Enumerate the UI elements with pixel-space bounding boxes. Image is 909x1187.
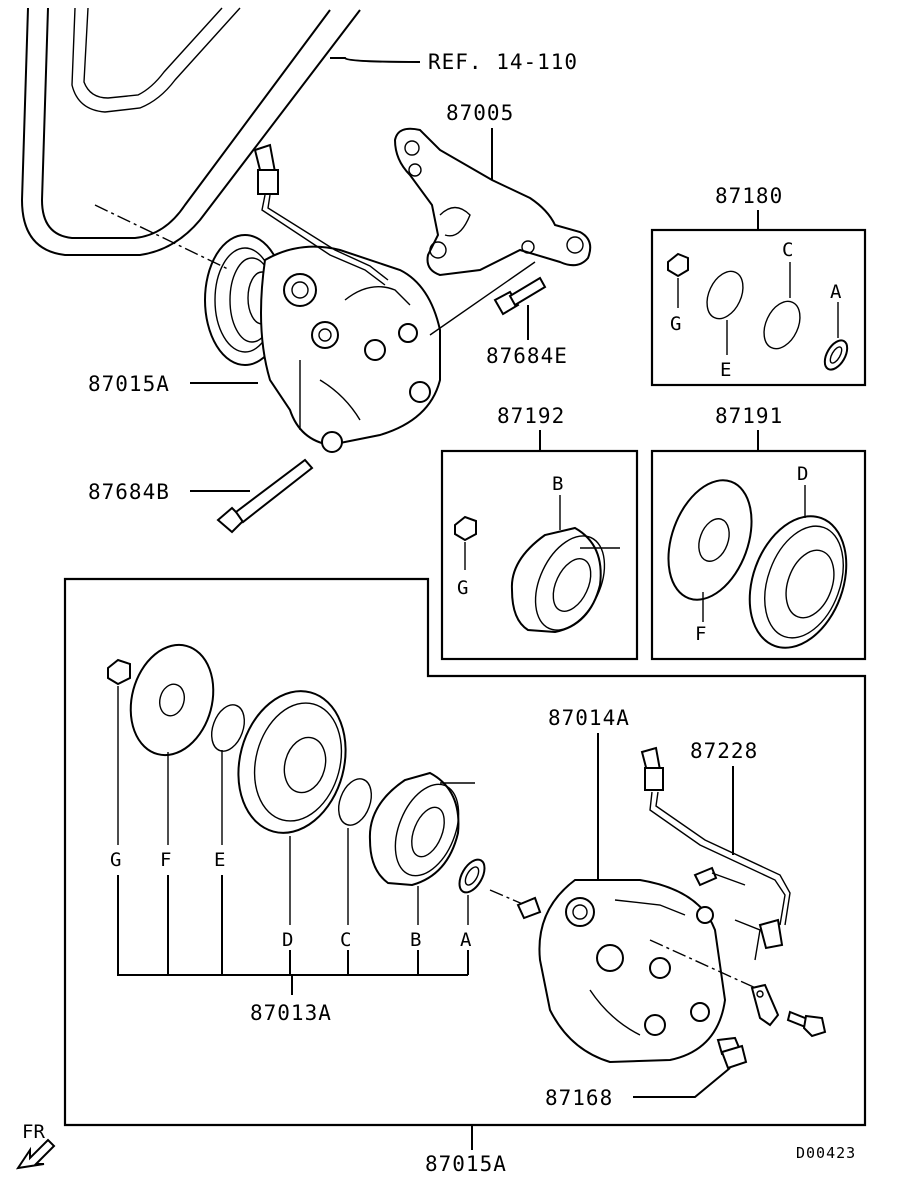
kit-87192-box <box>440 449 639 661</box>
kit-87180-letter-g: G <box>670 313 681 335</box>
wire-harness <box>640 746 791 950</box>
mounting-bolt-small <box>750 983 827 1038</box>
clutch-letter-b: B <box>410 929 421 951</box>
clutch-letter-f: F <box>160 849 171 871</box>
clutch-parts-exploded <box>107 643 486 894</box>
clutch-letter-c: C <box>340 929 351 951</box>
bolt-87684e <box>493 276 547 316</box>
bolt-87684b <box>216 458 314 534</box>
front-arrow-icon <box>15 1138 56 1170</box>
valve-label: 87168 <box>545 1086 613 1110</box>
drive-belt <box>20 7 361 256</box>
kit-87191-label: 87191 <box>715 404 783 428</box>
kit-87191-parts <box>667 479 848 649</box>
kit-87180-letter-c: C <box>782 239 793 261</box>
ref-label: REF. 14-110 <box>428 50 578 74</box>
drawing-code: D00423 <box>796 1144 856 1162</box>
front-marker: FR <box>22 1121 45 1143</box>
bolt-b-label: 87684B <box>88 480 170 504</box>
bolt-e-centerline <box>429 261 536 336</box>
ref-leader <box>330 57 421 63</box>
relief-valve <box>716 1036 748 1070</box>
assembly-box <box>63 577 867 1127</box>
kit-87192-letter-b: B <box>552 473 563 495</box>
clutch-set-label: 87013A <box>250 1001 332 1025</box>
bolt-e-label: 87684E <box>486 344 568 368</box>
clutch-letter-d: D <box>282 929 293 951</box>
kit-87192-letter-g: G <box>457 577 468 599</box>
clutch-letter-g: G <box>110 849 121 871</box>
compressor-body <box>516 879 761 1064</box>
compressor-bottom-label: 87015A <box>425 1152 507 1176</box>
centerline-bottom <box>489 889 526 906</box>
kit-87180-letter-a: A <box>830 281 842 303</box>
kit-87191-box <box>650 449 867 661</box>
bracket-label: 87005 <box>446 101 514 125</box>
clutch-letter-e: E <box>214 849 225 871</box>
kit-87180-parts <box>667 252 849 371</box>
kit-87192-parts <box>454 515 620 634</box>
harness-label: 87228 <box>690 739 758 763</box>
kit-87180-letter-e: E <box>720 359 731 381</box>
kit-87191-letter-d: D <box>797 463 808 485</box>
kit-87180-label: 87180 <box>715 184 783 208</box>
kit-87191-letter-f: F <box>695 623 706 645</box>
clutch-letter-leaders <box>117 686 469 995</box>
compressor-body-label: 87014A <box>548 706 630 730</box>
kit-87180-box <box>650 228 867 387</box>
clutch-letter-a: A <box>460 929 472 951</box>
kit-87192-label: 87192 <box>497 404 565 428</box>
compressor-assembly-top <box>204 143 441 453</box>
valve-leader <box>633 1067 731 1098</box>
compressor-top-label: 87015A <box>88 372 170 396</box>
mounting-bracket <box>393 127 592 277</box>
